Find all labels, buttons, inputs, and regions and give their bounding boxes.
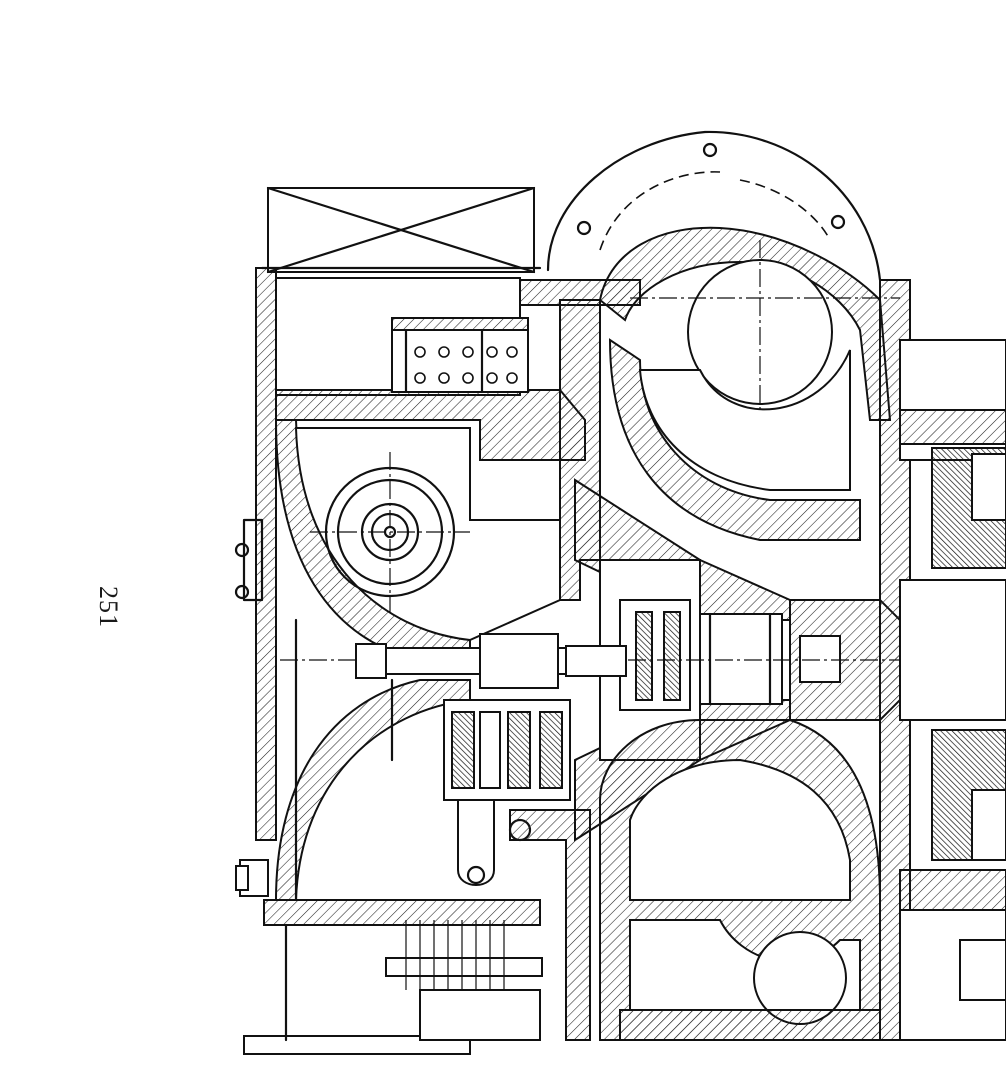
air-filter-box xyxy=(260,186,542,274)
upper-bearing-block xyxy=(391,317,529,394)
turbine-housing-right xyxy=(879,279,1006,1041)
lower-gear-block xyxy=(443,699,591,1041)
volute-scroll-upper xyxy=(519,130,900,541)
side-clip-lower xyxy=(235,859,269,897)
auxiliary-gear-pump xyxy=(310,452,470,612)
drive-shaft xyxy=(355,633,627,762)
bottom-flange xyxy=(243,920,543,1055)
volute-scroll-lower xyxy=(599,719,881,1041)
side-clip-upper xyxy=(234,518,264,602)
